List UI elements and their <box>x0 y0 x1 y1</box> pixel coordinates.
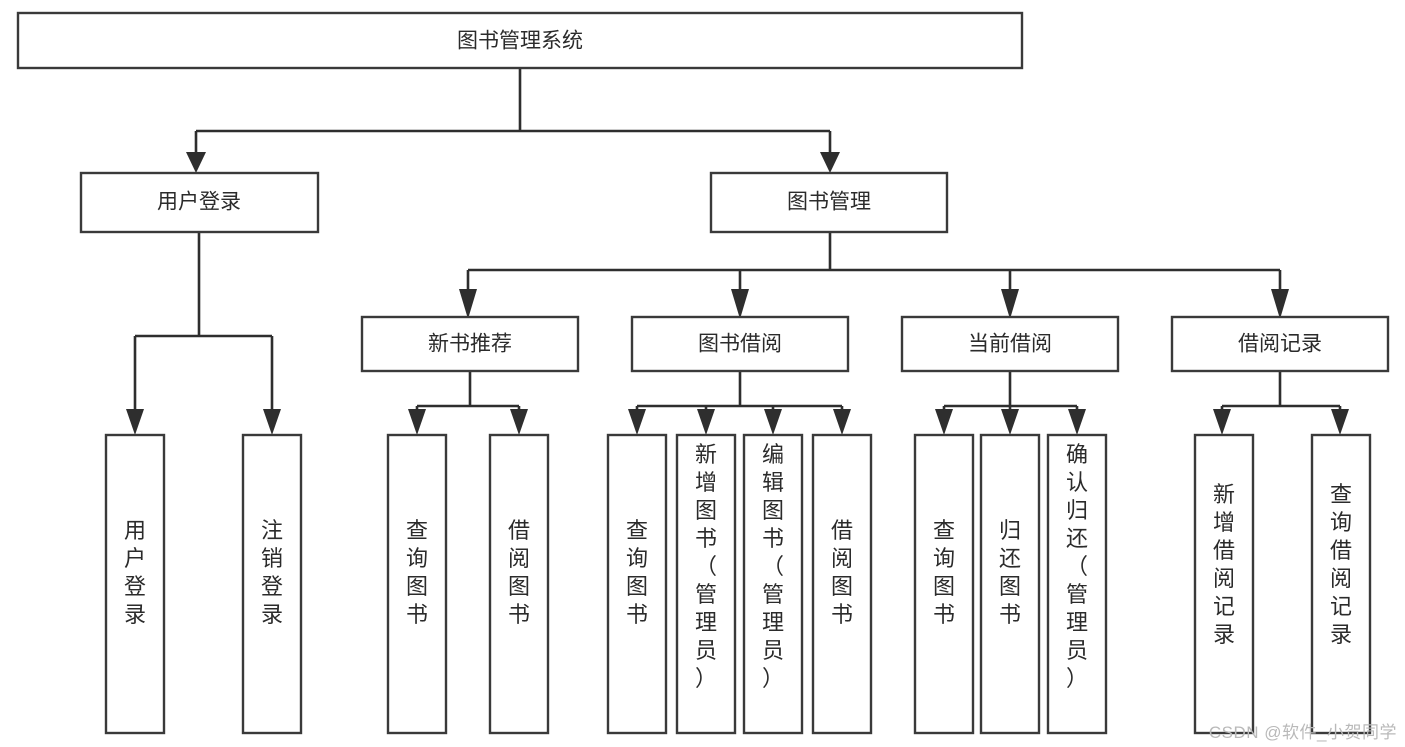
node-current-borrow-box[interactable] <box>900 315 1120 373</box>
node-root-system[interactable]: 图书管理系统 <box>16 11 1024 70</box>
arrowhead-cb-return-book <box>1001 409 1019 435</box>
leaf-current-borrow-query-label: 查询图书 <box>933 518 955 627</box>
leaf-current-borrow-return[interactable]: 归还图书 <box>979 433 1041 735</box>
leaf-current-borrow-confirm[interactable]: 确认归还（管理员） <box>1046 433 1108 735</box>
leaf-book-borrow-add-label: 新增图书（管理员） <box>695 442 717 691</box>
node-book-management-box[interactable] <box>709 171 949 234</box>
arrowhead-br-add-record <box>1213 409 1231 435</box>
leaf-borrow-record-query[interactable]: 查询借阅记录 <box>1310 433 1372 735</box>
arrowhead-current-borrow <box>1001 289 1019 319</box>
arrowhead-book-mgmt <box>820 152 840 173</box>
arrowhead-br-query-record <box>1331 409 1349 435</box>
leaf-user-login-logout[interactable]: 注销登录 <box>241 433 303 735</box>
leaf-book-borrow-add-box[interactable] <box>675 433 737 735</box>
arrowhead-bb-query-book <box>628 409 646 435</box>
node-new-book-recommend-box[interactable] <box>360 315 580 373</box>
leaf-book-borrow-query-box[interactable] <box>606 433 668 735</box>
leaf-book-borrow-edit-label: 编辑图书（管理员） <box>762 442 784 691</box>
leaf-book-borrow-borrow[interactable]: 借阅图书 <box>811 433 873 735</box>
csdn-watermark: CSDN @软件_小贺同学 <box>1208 723 1397 742</box>
leaf-current-borrow-return-label: 归还图书 <box>999 518 1021 627</box>
leaf-book-borrow-edit-box[interactable] <box>742 433 804 735</box>
leaf-user-login-logout-box[interactable] <box>241 433 303 735</box>
arrowhead-borrow-record <box>1271 289 1289 319</box>
node-borrow-record-box[interactable] <box>1170 315 1390 373</box>
leaf-user-login-login-label: 用户登录 <box>124 518 146 627</box>
node-book-borrow-box[interactable] <box>630 315 850 373</box>
leaf-borrow-record-add-box[interactable] <box>1193 433 1255 735</box>
node-book-management-label: 图书管理 <box>787 191 871 214</box>
node-book-borrow-label: 图书借阅 <box>698 333 782 356</box>
node-root-system-box[interactable] <box>16 11 1024 70</box>
arrowhead-leaf-user-login <box>126 409 144 435</box>
arrowhead-new-book-recommend <box>459 289 477 319</box>
leaf-current-borrow-query[interactable]: 查询图书 <box>913 433 975 735</box>
leaf-user-login-logout-label: 注销登录 <box>261 518 283 627</box>
leaf-book-borrow-edit[interactable]: 编辑图书（管理员） <box>742 433 804 735</box>
arrowhead-book-borrow <box>731 289 749 319</box>
leaf-user-login-login[interactable]: 用户登录 <box>104 433 166 735</box>
leaf-current-borrow-return-box[interactable] <box>979 433 1041 735</box>
leaf-borrow-record-query-label: 查询借阅记录 <box>1330 482 1352 647</box>
leaf-new-book-borrow[interactable]: 借阅图书 <box>488 433 550 735</box>
node-book-borrow[interactable]: 图书借阅 <box>630 315 850 373</box>
node-current-borrow-label: 当前借阅 <box>968 333 1052 356</box>
arrowhead-nb-query-book <box>408 409 426 435</box>
connector-layer <box>126 68 1349 435</box>
node-user-login[interactable]: 用户登录 <box>79 171 320 234</box>
leaf-book-borrow-borrow-box[interactable] <box>811 433 873 735</box>
node-borrow-record[interactable]: 借阅记录 <box>1170 315 1390 373</box>
node-root-system-label: 图书管理系统 <box>457 30 583 53</box>
leaf-borrow-record-query-box[interactable] <box>1310 433 1372 735</box>
leaf-book-borrow-query-label: 查询图书 <box>626 518 648 627</box>
node-borrow-record-label: 借阅记录 <box>1238 333 1322 356</box>
leaf-book-borrow-add[interactable]: 新增图书（管理员） <box>675 433 737 735</box>
arrowhead-cb-query-book <box>935 409 953 435</box>
arrowhead-bb-borrow-book <box>833 409 851 435</box>
arrowhead-leaf-logout <box>263 409 281 435</box>
leaf-book-borrow-borrow-label: 借阅图书 <box>831 518 853 627</box>
node-new-book-recommend-label: 新书推荐 <box>428 333 512 356</box>
arrowhead-nb-borrow-book <box>510 409 528 435</box>
leaf-user-login-login-box[interactable] <box>104 433 166 735</box>
leaf-new-book-borrow-label: 借阅图书 <box>508 518 530 627</box>
leaf-current-borrow-query-box[interactable] <box>913 433 975 735</box>
node-user-login-label: 用户登录 <box>157 191 241 214</box>
leaf-current-borrow-confirm-box[interactable] <box>1046 433 1108 735</box>
arrowhead-bb-add-book <box>697 409 715 435</box>
leaf-new-book-query-box[interactable] <box>386 433 448 735</box>
arrowhead-bb-edit-book <box>764 409 782 435</box>
node-new-book-recommend[interactable]: 新书推荐 <box>360 315 580 373</box>
leaf-borrow-record-add[interactable]: 新增借阅记录 <box>1193 433 1255 735</box>
leaf-borrow-record-add-label: 新增借阅记录 <box>1213 482 1235 647</box>
leaf-new-book-query[interactable]: 查询图书 <box>386 433 448 735</box>
leaf-new-book-query-label: 查询图书 <box>406 518 428 627</box>
leaf-new-book-borrow-box[interactable] <box>488 433 550 735</box>
leaf-current-borrow-confirm-label: 确认归还（管理员） <box>1066 442 1088 691</box>
node-book-management[interactable]: 图书管理 <box>709 171 949 234</box>
node-current-borrow[interactable]: 当前借阅 <box>900 315 1120 373</box>
arrowhead-user-login <box>186 152 206 173</box>
leaf-book-borrow-query[interactable]: 查询图书 <box>606 433 668 735</box>
node-user-login-box[interactable] <box>79 171 320 234</box>
arrowhead-cb-confirm-return <box>1068 409 1086 435</box>
